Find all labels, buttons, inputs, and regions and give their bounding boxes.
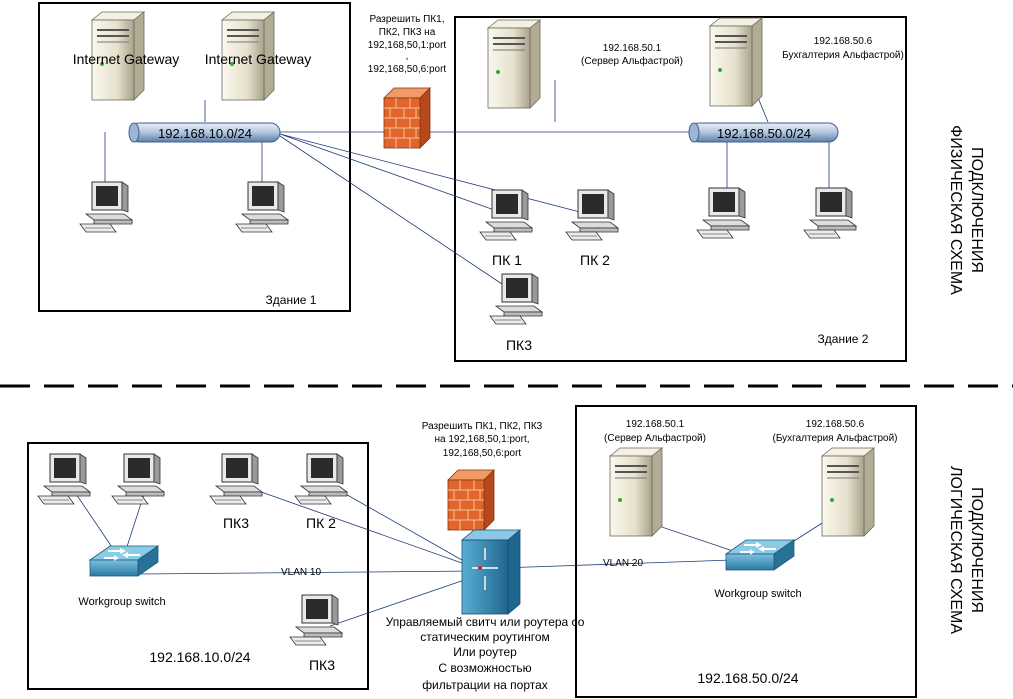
right-switch-label: Workgroup switch bbox=[714, 588, 801, 600]
workstation-icon bbox=[479, 189, 533, 241]
gateway-2-label: Internet Gateway bbox=[205, 51, 312, 67]
lfw-note-line: Разрешить ПК1, ПК2, ПК3 bbox=[422, 421, 543, 432]
physical-side-label: ФИЗИЧЕСКАЯ СХЕМА bbox=[947, 125, 964, 295]
router-note-line: Или роутер bbox=[453, 645, 517, 659]
workstation-icon bbox=[696, 187, 750, 239]
left-subnet-label: 192.168.10.0/24 bbox=[149, 649, 250, 665]
workstation-icon bbox=[803, 187, 857, 239]
bus-50-label: 192.168.50.0/24 bbox=[717, 126, 811, 141]
router-note: Управляемый свитч или роутера со статиче… bbox=[386, 615, 585, 692]
pc3-label: ПК3 bbox=[506, 337, 532, 353]
building-1-label: Здание 1 bbox=[266, 293, 317, 307]
physical-side-label-2: ПОДКЛЮЧЕНИЯ bbox=[968, 147, 985, 273]
logical-server-1-name: (Сервер Альфастрой) bbox=[604, 432, 706, 444]
server-1-name: (Сервер Альфастрой) bbox=[581, 55, 683, 67]
logical-pc3b-label: ПК3 bbox=[309, 657, 335, 673]
network-bus-icon bbox=[128, 122, 281, 143]
logical-firewall-note: Разрешить ПК1, ПК2, ПК3 на 192,168,50,1:… bbox=[422, 421, 543, 459]
logical-pc3-label: ПК3 bbox=[223, 515, 249, 531]
pc1-label: ПК 1 bbox=[492, 252, 522, 268]
router-icon bbox=[460, 529, 522, 615]
workstation-icon bbox=[235, 181, 289, 233]
logical-right-frame bbox=[575, 405, 917, 698]
workstation-icon bbox=[79, 181, 133, 233]
lfw-note-line: 192,168,50,6:port bbox=[443, 448, 522, 459]
gateway-1-label: Internet Gateway bbox=[73, 51, 180, 67]
building-1-frame bbox=[38, 2, 351, 312]
fw-note-line: 192,168,50,6:port bbox=[368, 64, 447, 75]
logical-server-2-ip: 192.168.50.6 bbox=[806, 419, 865, 430]
logical-server-1-ip: 192.168.50.1 bbox=[626, 419, 685, 430]
physical-links bbox=[104, 77, 830, 289]
logical-left-frame bbox=[27, 442, 369, 690]
switch-icon bbox=[89, 545, 159, 577]
workstation-icon bbox=[111, 453, 165, 505]
vlan10-label: VLAN 10 bbox=[281, 567, 321, 578]
building-2-label: Здание 2 bbox=[818, 332, 869, 346]
logical-scheme: ПК3 ПК 2 ПК3 Workgroup switch 192.168.10… bbox=[27, 405, 985, 698]
server-icon bbox=[609, 447, 663, 537]
workstation-icon bbox=[289, 594, 343, 646]
switch-icon bbox=[725, 539, 795, 571]
building-2-frame bbox=[454, 16, 907, 362]
server-icon bbox=[709, 17, 763, 107]
logical-pc2-label: ПК 2 bbox=[306, 515, 336, 531]
firewall-icon bbox=[447, 469, 495, 531]
left-switch-label: Workgroup switch bbox=[78, 596, 165, 608]
right-subnet-label: 192.168.50.0/24 bbox=[697, 670, 798, 686]
firewall-icon bbox=[383, 87, 431, 149]
logical-side-label-2: ПОДКЛЮЧЕНИЯ bbox=[968, 487, 985, 613]
logical-links bbox=[71, 487, 831, 627]
server-1-ip: 192.168.50.1 bbox=[603, 43, 662, 54]
lfw-note-line: на 192,168,50,1:port, bbox=[434, 434, 529, 445]
router-note-line: фильтрации на портах bbox=[422, 678, 548, 692]
server-2-name: Бухгалтерия Альфастрой) bbox=[782, 49, 904, 61]
workstation-icon bbox=[565, 189, 619, 241]
vlan20-label: VLAN 20 bbox=[603, 558, 643, 569]
logical-side-label: ЛОГИЧЕСКАЯ СХЕМА bbox=[947, 466, 964, 634]
workstation-icon bbox=[209, 453, 263, 505]
router-note-line: статическим роутингом bbox=[420, 630, 550, 644]
bus-10-label: 192.168.10.0/24 bbox=[158, 126, 252, 141]
server-2-ip: 192.168.50.6 bbox=[814, 36, 873, 47]
router-note-line: Управляемый свитч или роутера со bbox=[386, 615, 585, 629]
network-bus-icon bbox=[688, 122, 839, 143]
physical-firewall-note: Разрешить ПК1, ПК2, ПК3 на 192,168,50,1:… bbox=[368, 14, 447, 75]
logical-server-2-name: (Бухгалтерия Альфастрой) bbox=[773, 432, 898, 444]
server-icon bbox=[821, 447, 875, 537]
server-icon bbox=[487, 19, 541, 109]
workstation-icon bbox=[37, 453, 91, 505]
workstation-icon bbox=[294, 453, 348, 505]
fw-note-line: Разрешить ПК1, bbox=[369, 14, 444, 25]
pc2-label: ПК 2 bbox=[580, 252, 610, 268]
fw-note-line: , bbox=[406, 51, 409, 62]
fw-note-line: ПК2, ПК3 на bbox=[379, 27, 436, 38]
fw-note-line: 192,168,50,1:port bbox=[368, 40, 447, 51]
physical-scheme: Internet Gateway Internet Gateway 192.16… bbox=[38, 2, 985, 362]
router-note-line: С возможностью bbox=[438, 661, 531, 675]
